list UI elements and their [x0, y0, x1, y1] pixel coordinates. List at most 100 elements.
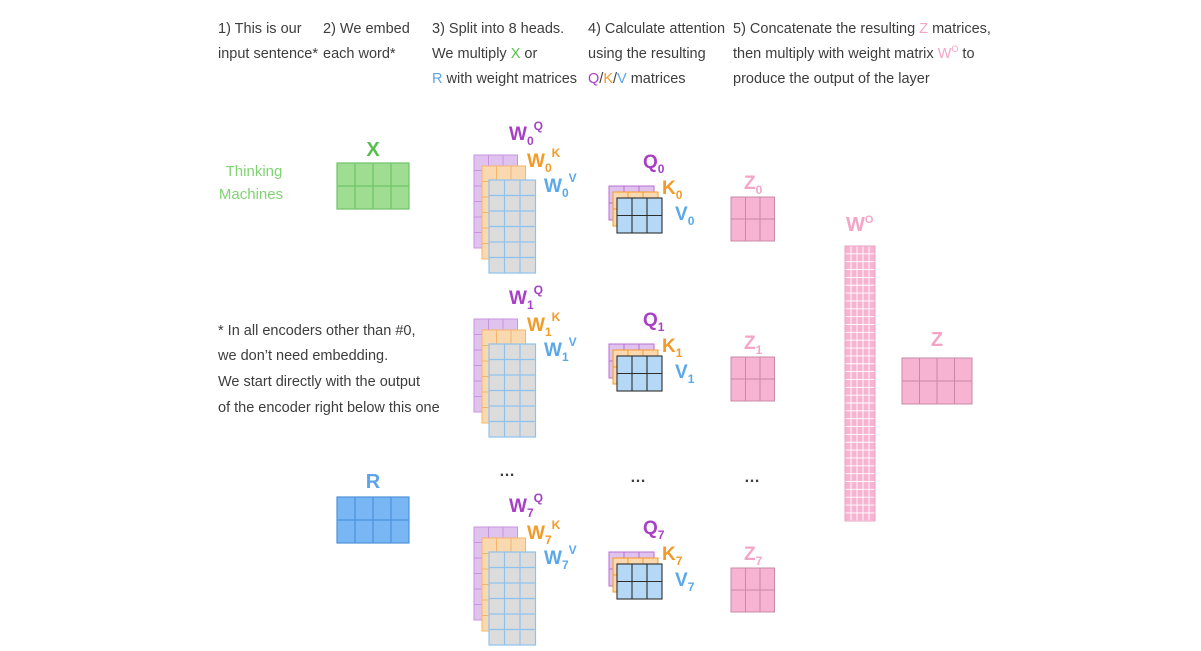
label-base: Z: [744, 333, 756, 354]
v-grid-0: [616, 197, 663, 234]
r-grid: [336, 496, 410, 544]
step2-line2: each word*: [323, 46, 396, 62]
v-label-0: V0: [675, 204, 695, 228]
step5-caption: 5) Concatenate the resulting Z matrices,…: [733, 21, 991, 87]
wv-grid-7: [488, 551, 537, 646]
x-matrix: [336, 162, 410, 210]
label-base: W: [527, 151, 545, 172]
z-label-0: Z0: [744, 173, 763, 197]
label-base: K: [662, 336, 676, 357]
z-output-matrix: [901, 357, 973, 405]
wo-grid-body: [844, 245, 876, 522]
wk-label-0: W0K: [527, 146, 561, 175]
encoder-note: * In all encoders other than #0, we don’…: [217, 323, 440, 416]
note-line2: we don’t need embedding.: [217, 348, 388, 364]
k-label-7: K7: [662, 544, 683, 568]
label-superscript: K: [552, 146, 561, 160]
v-grid-7: [616, 563, 663, 600]
z-output-grid: [901, 357, 973, 405]
wk-label-1: W1K: [527, 310, 561, 339]
label-subscript: 1: [688, 372, 695, 386]
label-base: W: [544, 340, 562, 361]
label-superscript: Q: [534, 119, 543, 133]
step3-line1: 3) Split into 8 heads.: [432, 21, 564, 37]
ellipsis-qkv: …: [630, 469, 646, 486]
label-subscript: 7: [658, 528, 665, 542]
label-subscript: 7: [545, 533, 552, 547]
wv-label-7: W7V: [544, 543, 577, 572]
step3-caption: 3) Split into 8 heads. We multiply X or …: [432, 21, 577, 87]
label-base: V: [675, 362, 688, 383]
label-base: W: [509, 496, 527, 517]
note-line1: * In all encoders other than #0,: [218, 323, 416, 339]
label-subscript: 0: [688, 214, 695, 228]
wk-label-7: W7K: [527, 518, 561, 547]
ellipses: … … …: [499, 463, 760, 486]
wq-label-0: W0Q: [509, 119, 543, 148]
z-grid-1: [730, 356, 775, 402]
label-base: K: [662, 178, 676, 199]
z-grid-7: [730, 567, 775, 613]
q-label-0: Q0: [643, 152, 665, 176]
label-subscript: 1: [756, 343, 763, 357]
label-subscript: 7: [562, 558, 569, 572]
label-base: Z: [744, 173, 756, 194]
label-base: Z: [744, 544, 756, 565]
step4-line1: 4) Calculate attention: [588, 21, 725, 37]
label-subscript: 7: [676, 554, 683, 568]
z-label-1: Z1: [744, 333, 763, 357]
z-label-7: Z7: [744, 544, 763, 568]
step3-x-mark: X: [511, 46, 521, 62]
label-superscript: K: [552, 518, 561, 532]
label-subscript: 1: [527, 298, 534, 312]
label-base: Q: [643, 152, 658, 173]
x-matrix-label: X: [366, 139, 380, 161]
step4-line2: using the resulting: [588, 46, 706, 62]
step5-line3: produce the output of the layer: [733, 71, 930, 87]
r-matrix: [336, 496, 410, 544]
v-label-1: V1: [675, 362, 695, 386]
label-subscript: 7: [527, 506, 534, 520]
label-subscript: 0: [562, 186, 569, 200]
k-label-0: K0: [662, 178, 683, 202]
step4-caption: 4) Calculate attention using the resulti…: [588, 21, 725, 87]
wv-grid-0: [488, 179, 537, 274]
step2-line1: 2) We embed: [323, 21, 410, 37]
label-base: W: [509, 288, 527, 309]
wo-border: [844, 245, 876, 522]
label-base: V: [675, 204, 688, 225]
label-superscript: V: [569, 543, 577, 557]
label-subscript: 7: [756, 554, 763, 568]
step3-line2: We multiply X or: [432, 46, 537, 62]
label-subscript: 7: [688, 580, 695, 594]
label-base: K: [662, 544, 676, 565]
label-subscript: 0: [658, 162, 665, 176]
wo-grid: [844, 245, 876, 522]
attention-heads: W0QW0KW0VQ0K0V0Z0W1QW1KW1VQ1K1V1Z1W7QW7K…: [473, 119, 775, 646]
q-label-1: Q1: [643, 310, 665, 334]
label-subscript: 1: [676, 346, 683, 360]
step3-line3: R with weight matrices: [432, 71, 577, 87]
k-label-1: K1: [662, 336, 683, 360]
wv-label-1: W1V: [544, 335, 577, 364]
wo-matrix: [844, 245, 876, 522]
step4-line3: Q/K/V matrices: [588, 71, 686, 87]
wo-matrix-label: WO: [846, 214, 874, 236]
label-superscript: V: [569, 335, 577, 349]
ellipsis-weights: …: [499, 463, 515, 480]
r-matrix-label: R: [366, 471, 381, 493]
input-word-machines: Machines: [219, 186, 283, 203]
label-subscript: 0: [756, 183, 763, 197]
step5-line1: 5) Concatenate the resulting Z matrices,: [733, 21, 991, 37]
label-base: W: [544, 176, 562, 197]
ellipsis-z: …: [744, 469, 760, 486]
label-subscript: 1: [658, 320, 665, 334]
step3-r-mark: R: [432, 71, 442, 87]
wq-label-1: W1Q: [509, 283, 543, 312]
input-word-thinking: Thinking: [226, 163, 283, 180]
label-superscript: K: [552, 310, 561, 324]
wq-label-7: W7Q: [509, 491, 543, 520]
